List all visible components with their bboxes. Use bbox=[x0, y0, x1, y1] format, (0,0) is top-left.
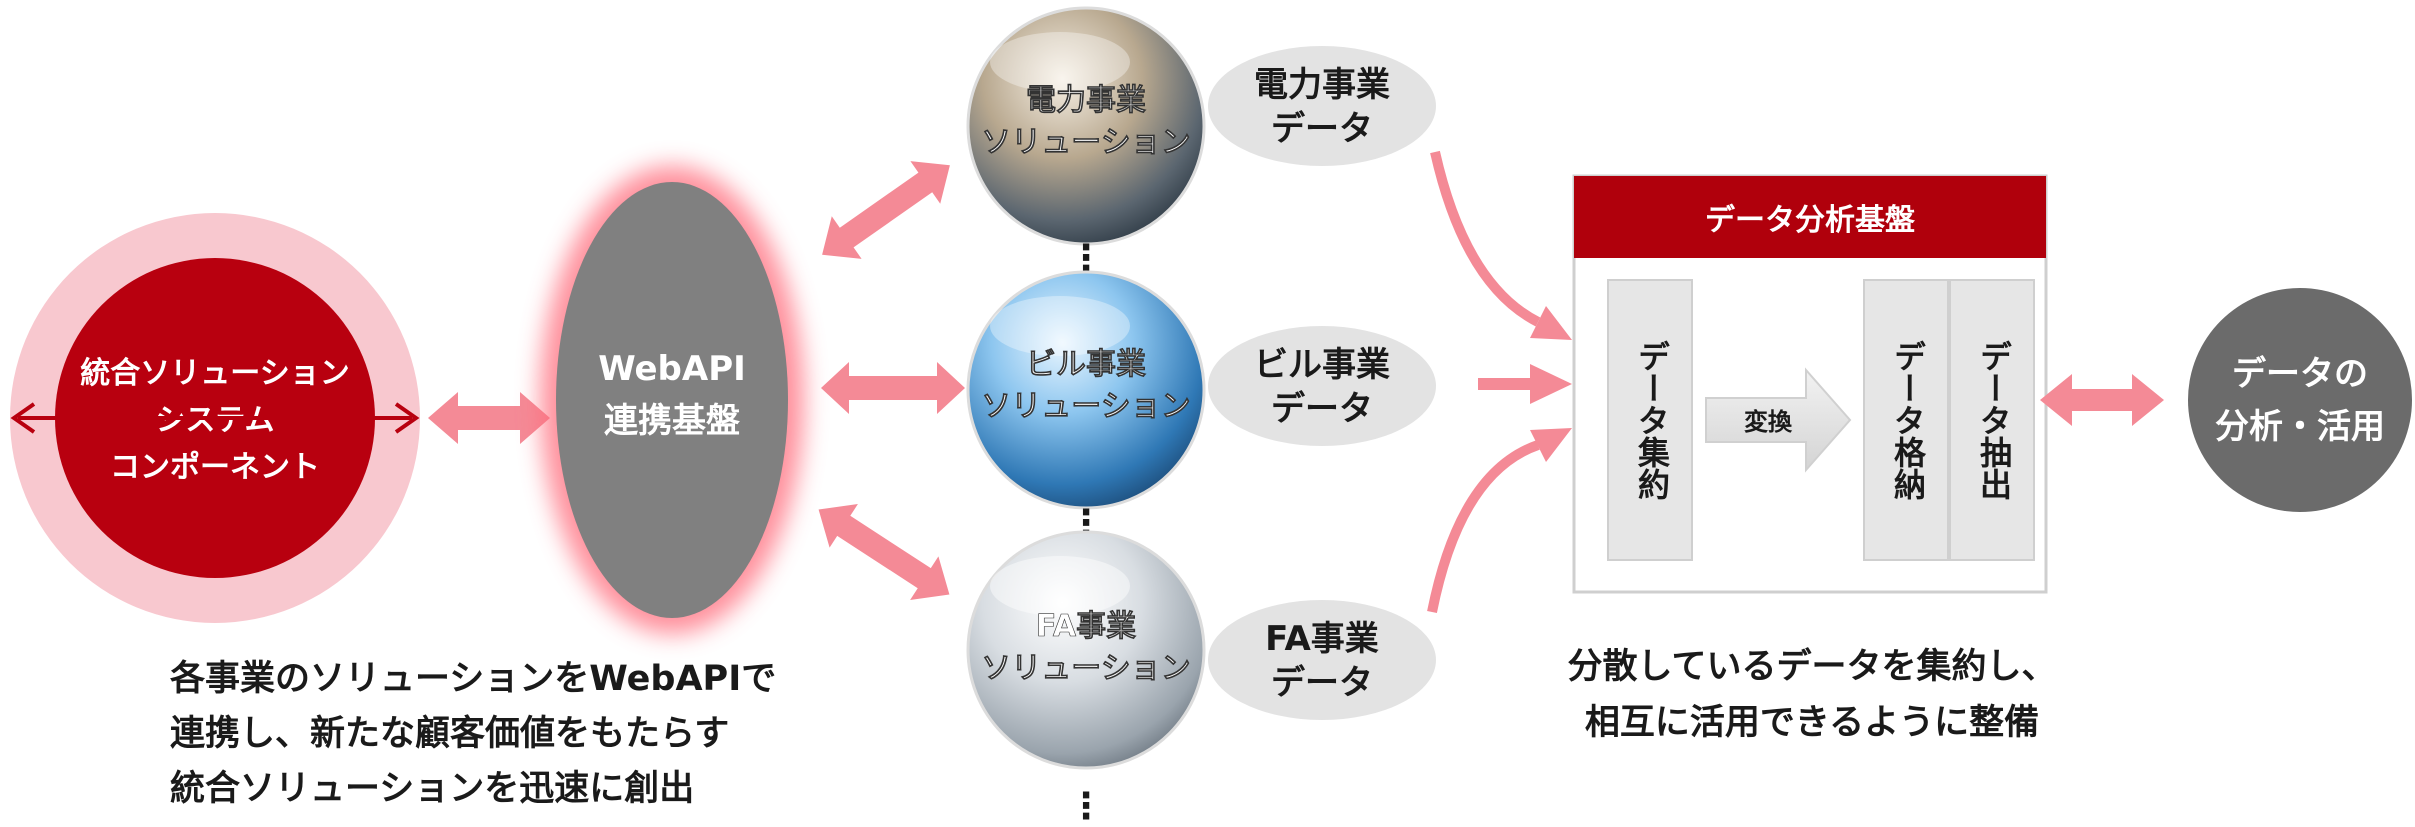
component-label-line-3: コンポーネント bbox=[110, 450, 320, 485]
power-sphere bbox=[966, 6, 1206, 246]
solution-fa: FA事業 ソリューション bbox=[966, 530, 1206, 770]
fa-solution-line-1: FA事業 bbox=[1036, 609, 1136, 644]
webapi-ellipse bbox=[556, 182, 788, 618]
webapi-platform: WebAPI 連携基盤 bbox=[540, 166, 804, 634]
left-caption-line-3: 統合ソリューションを迅速に創出 bbox=[170, 769, 694, 809]
webapi-fa-arrow bbox=[818, 504, 950, 600]
analysis-utilization: データの 分析・活用 bbox=[2188, 288, 2412, 512]
fa-data-arrow bbox=[1427, 440, 1540, 613]
fa-sphere bbox=[966, 530, 1206, 770]
component-label-line-2: システム bbox=[155, 403, 274, 438]
data-power: 電力事業 データ bbox=[1208, 46, 1436, 166]
left-caption-line-1: 各事業のソリューションをWebAPIで bbox=[169, 658, 776, 699]
building-solution-line-1: ビル事業 bbox=[1026, 347, 1146, 382]
left-caption: 各事業のソリューションをWebAPIで 連携し、新たな顧客価値をもたらす 統合ソ… bbox=[169, 658, 776, 809]
building-data-line-2: データ bbox=[1271, 389, 1373, 429]
store-column bbox=[1863, 279, 1949, 561]
solution-power: 電力事業 ソリューション bbox=[966, 6, 1206, 246]
data-analysis-platform: データ分析基盤 データ集約 変換 データ格納 データ抽出 bbox=[1572, 174, 2048, 594]
fa-data-line-1: FA事業 bbox=[1265, 619, 1379, 659]
analysis-line-2: 分析・活用 bbox=[2215, 407, 2385, 447]
right-caption-line-2: 相互に活用できるように整備 bbox=[1585, 703, 2039, 743]
extract-label: データ抽出 bbox=[1975, 340, 2013, 500]
right-caption: 分散しているデータを集約し、 相互に活用できるように整備 bbox=[1568, 646, 2057, 743]
data-to-platform-arrows bbox=[1427, 150, 1572, 613]
store-label: データ格納 bbox=[1889, 340, 1927, 500]
power-solution-line-2: ソリューション bbox=[981, 125, 1190, 160]
platform-analysis-arrow bbox=[2040, 374, 2164, 426]
platform-title: データ分析基盤 bbox=[1705, 203, 1915, 238]
right-caption-line-1: 分散しているデータを集約し、 bbox=[1568, 646, 2057, 687]
convert-arrow bbox=[1705, 367, 1852, 473]
building-sphere bbox=[966, 270, 1206, 510]
webapi-label-line-2: 連携基盤 bbox=[604, 401, 740, 441]
analysis-line-1: データの bbox=[2232, 354, 2368, 394]
power-data-line-1: 電力事業 bbox=[1254, 65, 1390, 105]
webapi-solution-arrows bbox=[818, 161, 965, 600]
extract-column bbox=[1949, 279, 2035, 561]
webapi-label-line-1: WebAPI bbox=[598, 349, 746, 389]
platform-header bbox=[1574, 176, 2046, 258]
building-data-line-1: ビル事業 bbox=[1254, 345, 1390, 385]
fa-data-line-2: データ bbox=[1271, 663, 1373, 703]
left-caption-line-2: 連携し、新たな顧客価値をもたらす bbox=[170, 713, 729, 754]
component-webapi-arrow bbox=[428, 392, 550, 444]
fa-solution-line-2: ソリューション bbox=[981, 651, 1190, 686]
power-data-line-2: データ bbox=[1271, 109, 1373, 149]
power-data-arrow bbox=[1430, 150, 1541, 327]
component-dark-arrow bbox=[10, 402, 420, 434]
data-fa: FA事業 データ bbox=[1208, 600, 1436, 720]
webapi-building-arrow bbox=[821, 362, 965, 414]
component-label-line-1: 統合ソリューション bbox=[80, 356, 349, 391]
analysis-circle bbox=[2188, 288, 2412, 512]
building-solution-line-2: ソリューション bbox=[981, 389, 1190, 424]
ellipsis-3: ⋮ bbox=[1068, 786, 1104, 827]
collect-label: データ集約 bbox=[1633, 340, 1671, 500]
solution-building: ビル事業 ソリューション bbox=[966, 270, 1206, 510]
collect-column bbox=[1607, 279, 1693, 561]
convert-label: 変換 bbox=[1744, 408, 1793, 436]
data-building: ビル事業 データ bbox=[1208, 326, 1436, 446]
power-solution-line-1: 電力事業 bbox=[1026, 83, 1146, 118]
webapi-power-arrow bbox=[822, 161, 950, 259]
